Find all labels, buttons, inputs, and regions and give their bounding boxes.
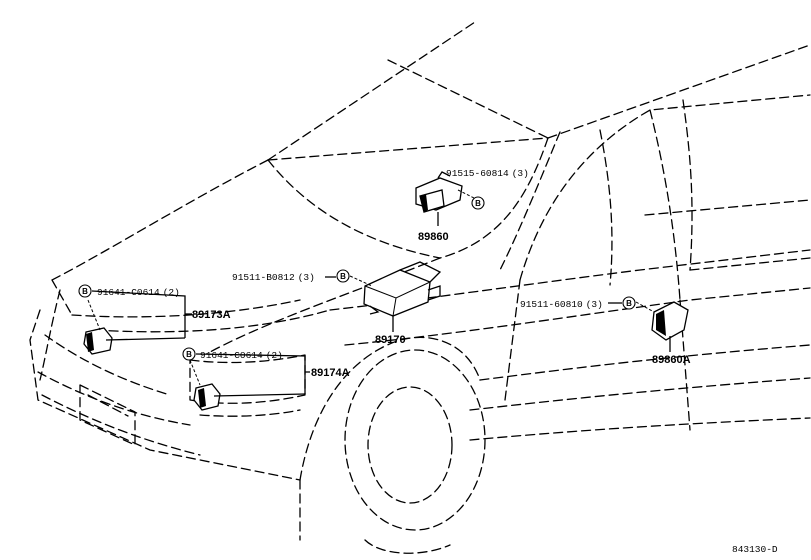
- bolt-symbol-2: B: [336, 269, 350, 283]
- svg-text:B: B: [340, 272, 346, 281]
- fastener-label-91511-B0812: 91511-B0812(3): [232, 272, 315, 283]
- part-label-89170: 89170: [375, 334, 406, 346]
- part-label-89174A: 89174A: [311, 367, 350, 379]
- bolt-symbol-5: B: [622, 296, 636, 310]
- svg-text:B: B: [82, 287, 88, 296]
- part-89173A-sensor: [83, 299, 186, 355]
- fastener-label-91511-60810: 91511-60810(3): [520, 299, 603, 310]
- part-89860A-sensor: [635, 301, 689, 350]
- fastener-label-91515-60814: 91515-60814(3): [446, 168, 529, 179]
- svg-text:B: B: [475, 199, 481, 208]
- part-89174A-sensor: [189, 359, 306, 411]
- part-label-89860: 89860: [418, 231, 449, 243]
- svg-text:B: B: [186, 350, 192, 359]
- bolt-symbol-4: B: [182, 347, 196, 361]
- fastener-label-91641-C0614-b: 91641-C0614(2): [200, 350, 283, 361]
- diagram-ref-code: 843130-D: [732, 544, 778, 555]
- part-label-89860A: 89860A: [652, 354, 691, 366]
- bolt-symbol-1: B: [471, 196, 485, 210]
- svg-text:B: B: [626, 299, 632, 308]
- bolt-symbol-3: B: [78, 284, 92, 298]
- part-89170-ecu: [349, 261, 442, 332]
- leader-lines: [91, 276, 671, 394]
- fastener-label-91641-C0614-a: 91641-C0614(2): [97, 287, 180, 298]
- part-label-89173A: 89173A: [192, 309, 231, 321]
- part-89860-sensor: [415, 171, 479, 226]
